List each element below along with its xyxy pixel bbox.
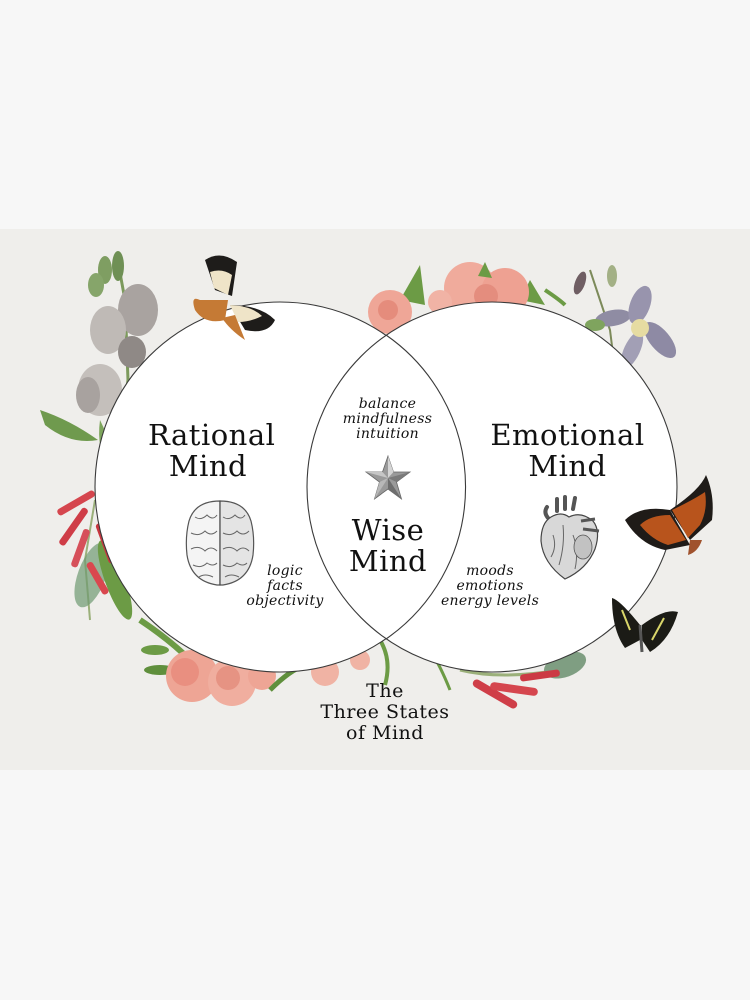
trait-facts: facts: [267, 578, 303, 594]
wise-mind-title: Wise Mind: [328, 515, 448, 577]
artwork-title: The Three States of Mind: [300, 681, 470, 744]
emotional-mind-circle: [306, 301, 678, 673]
butterfly-icon: [193, 255, 275, 340]
red-tubular-flower-icon: [428, 649, 587, 709]
star-icon: [364, 454, 412, 501]
wise-mind-title-line-1: Wise: [351, 513, 425, 547]
trait-balance: balance: [358, 396, 417, 412]
trait-energy-levels: energy levels: [440, 593, 540, 609]
rational-mind-traits: logic facts objectivity: [230, 564, 340, 609]
trait-intuition: intuition: [356, 426, 419, 442]
emotional-mind-title-line-1: Emotional: [490, 418, 645, 452]
brain-icon: [185, 500, 255, 586]
trait-mindfulness: mindfulness: [342, 411, 433, 427]
trait-moods: moods: [466, 563, 514, 579]
emotional-mind-title: Emotional Mind: [475, 420, 660, 482]
swallowtail-butterfly-icon: [612, 598, 678, 653]
artwork-canvas: Rational Mind logic facts objectivity ba…: [0, 229, 750, 770]
artwork-title-line-1: The: [366, 680, 404, 702]
trait-objectivity: objectivity: [246, 593, 324, 609]
emotional-mind-traits: moods emotions energy levels: [430, 564, 550, 609]
artwork-title-line-2: Three States: [320, 701, 450, 723]
pink-peony-icon: [368, 262, 567, 334]
wise-mind-title-line-2: Mind: [348, 544, 428, 578]
trait-logic: logic: [267, 563, 303, 579]
rational-mind-title-line-2: Mind: [168, 449, 248, 483]
heart-icon: [540, 495, 600, 580]
orange-butterfly-icon: [625, 475, 713, 555]
trait-emotions: emotions: [456, 578, 524, 594]
artwork-title-line-3: of Mind: [346, 722, 424, 744]
rational-mind-title: Rational Mind: [148, 418, 276, 483]
venn-overlap-outline: [385, 334, 467, 640]
monkshood-flower-icon: [40, 251, 158, 470]
rational-mind-title-line-1: Rational: [148, 418, 276, 452]
venn-diagram: [94, 255, 713, 673]
wise-mind-traits: balance mindfulness intuition: [330, 397, 445, 442]
emotional-mind-title-line-2: Mind: [528, 449, 607, 483]
